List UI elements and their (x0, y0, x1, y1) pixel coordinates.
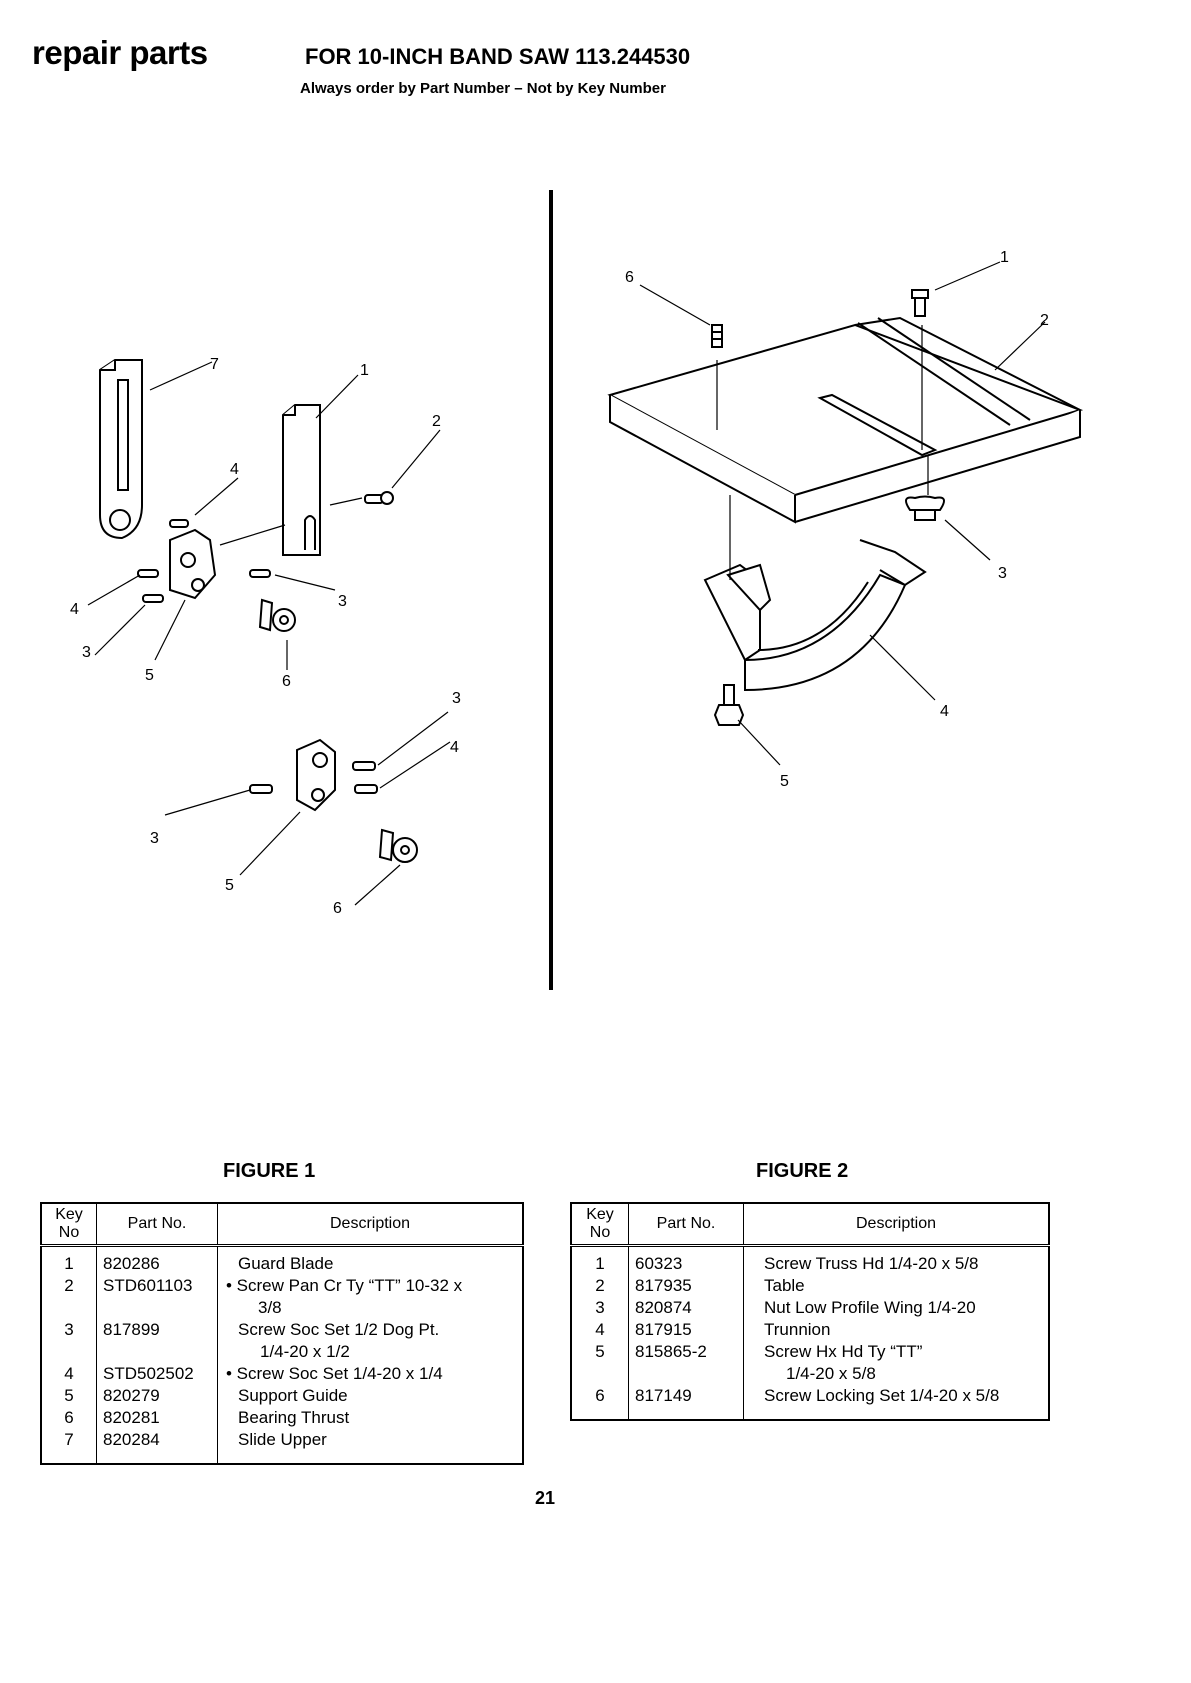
support-guide-part-upper (169, 528, 217, 600)
figure-1-caption: FIGURE 1 (223, 1160, 316, 1182)
figure-divider (549, 190, 553, 990)
fig2-callout-6: 6 (625, 269, 634, 286)
hex-screw-5 (713, 684, 745, 726)
table-row: 4 STD502502 • Screw Soc Set 1/4-20 x 1/4 (40, 1363, 524, 1385)
figure-1-parts-table: Key No Part No. Description 1 820286 Gua… (40, 1202, 524, 1465)
table2-header-part: Part No. (628, 1202, 744, 1247)
bearing-thrust-upper (258, 598, 296, 632)
fig1-callout-7: 7 (210, 356, 219, 373)
fig2-callout-5: 5 (780, 773, 789, 790)
fig1-callout-3a: 3 (338, 593, 347, 610)
table-row: 6 817149 Screw Locking Set 1/4-20 x 5/8 (570, 1385, 1050, 1420)
table-row: 3 820874 Nut Low Profile Wing 1/4-20 (570, 1297, 1050, 1319)
fig2-callout-3: 3 (998, 565, 1007, 582)
screw-1 (911, 289, 929, 317)
fig1-callout-5b: 5 (225, 877, 234, 894)
order-note: Always order by Part Number – Not by Key… (300, 80, 666, 97)
slide-upper-part (99, 359, 143, 540)
table-row: 2 817935 Table (570, 1275, 1050, 1297)
fig1-callout-4c: 4 (450, 739, 459, 756)
fig1-callout-6a: 6 (282, 673, 291, 690)
fig1-callout-1: 1 (360, 362, 369, 379)
page-title: repair parts (32, 34, 208, 71)
fig2-callout-4: 4 (940, 703, 949, 720)
table-row: 3 817899 Screw Soc Set 1/2 Dog Pt.1/4-20… (40, 1319, 524, 1363)
page-subtitle: FOR 10-INCH BAND SAW 113.244530 (305, 44, 691, 69)
bearing-thrust-lower (378, 828, 418, 863)
fig1-callout-3b: 3 (82, 644, 91, 661)
fig1-callout-3c: 3 (452, 690, 461, 707)
page-number: 21 (535, 1488, 556, 1508)
table-row: 6 820281 Bearing Thrust (40, 1407, 524, 1429)
fig1-callout-6b: 6 (333, 900, 342, 917)
wing-nut-3 (905, 495, 945, 521)
table1-header-part: Part No. (96, 1202, 218, 1247)
fig2-callout-2: 2 (1040, 312, 1049, 329)
table-part (607, 316, 1084, 524)
table-row: 5 815865-2 Screw Hx Hd Ty “TT”1/4-20 x 5… (570, 1341, 1050, 1385)
trunnion-part (703, 539, 927, 692)
table1-header-key: Key No (40, 1202, 97, 1247)
table-row: 2 STD601103 • Screw Pan Cr Ty “TT” 10-32… (40, 1275, 524, 1319)
figure-1-drawing: 7 1 2 4 3 4 3 5 6 3 4 3 5 6 (70, 356, 461, 917)
fig1-callout-3d: 3 (150, 830, 159, 847)
table-row: 4 817915 Trunnion (570, 1319, 1050, 1341)
guard-blade-part (282, 404, 321, 556)
table2-header-key: Key No (570, 1202, 629, 1247)
fig1-callout-4a: 4 (230, 461, 239, 478)
support-guide-part-lower (296, 738, 336, 812)
table-row: 7 820284 Slide Upper (40, 1429, 524, 1464)
figure-2-parts-table: Key No Part No. Description 1 60323 Scre… (570, 1202, 1050, 1421)
table2-header-description: Description (743, 1202, 1050, 1247)
screw-6 (711, 324, 723, 348)
table1-header-description: Description (217, 1202, 524, 1247)
table-row: 1 60323 Screw Truss Hd 1/4-20 x 5/8 (570, 1245, 1050, 1275)
fig1-callout-4b: 4 (70, 601, 79, 618)
fig1-callout-2: 2 (432, 413, 441, 430)
table-row: 5 820279 Support Guide (40, 1385, 524, 1407)
fig2-callout-1: 1 (1000, 249, 1009, 266)
fig1-callout-5a: 5 (145, 667, 154, 684)
figure-2-drawing: 1 6 2 3 4 5 (607, 249, 1084, 790)
figure-2-caption: FIGURE 2 (756, 1160, 849, 1182)
table-row: 1 820286 Guard Blade (40, 1245, 524, 1275)
